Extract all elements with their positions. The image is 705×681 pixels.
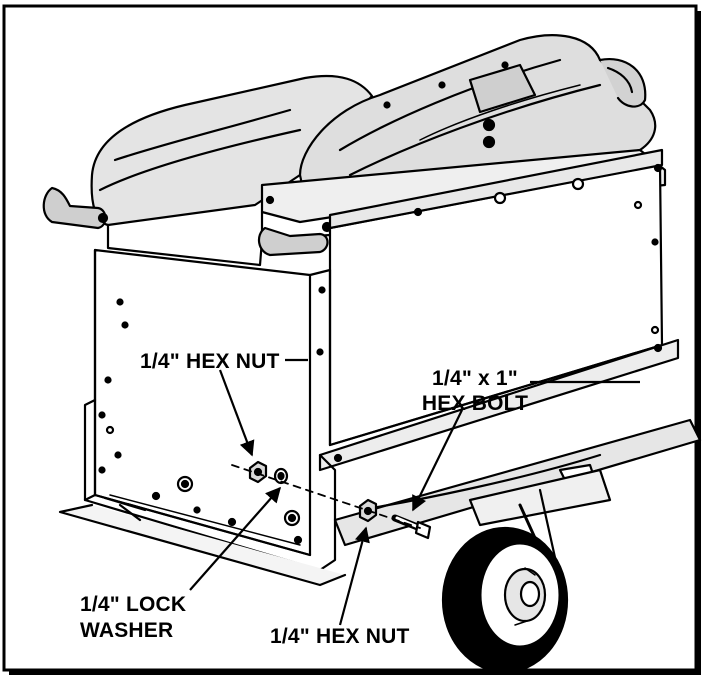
leader-hex-nut-bottom [338, 526, 370, 626]
leader-lock-washer [189, 486, 282, 591]
label-hex-nut-top: 1/4" HEX NUT [140, 350, 280, 373]
hopper-side-panel [318, 148, 680, 472]
label-lock-washer-line1: 1/4" LOCK [80, 593, 187, 616]
hopper-bottom-tray [58, 398, 347, 587]
wheel [441, 526, 569, 674]
leader-hex-nut-top [218, 369, 255, 457]
label-hex-bolt-line1: 1/4" x 1" [432, 367, 518, 390]
leader-lines [189, 358, 640, 626]
label-hex-bolt-line2: HEX BOLT [421, 392, 529, 415]
fasteners [231, 460, 432, 540]
label-hex-nut-bottom: 1/4" HEX NUT [270, 625, 410, 648]
leader-hex-bolt [412, 409, 463, 512]
label-lock-washer-line2: WASHER [80, 619, 174, 642]
cart-frame [333, 418, 702, 582]
